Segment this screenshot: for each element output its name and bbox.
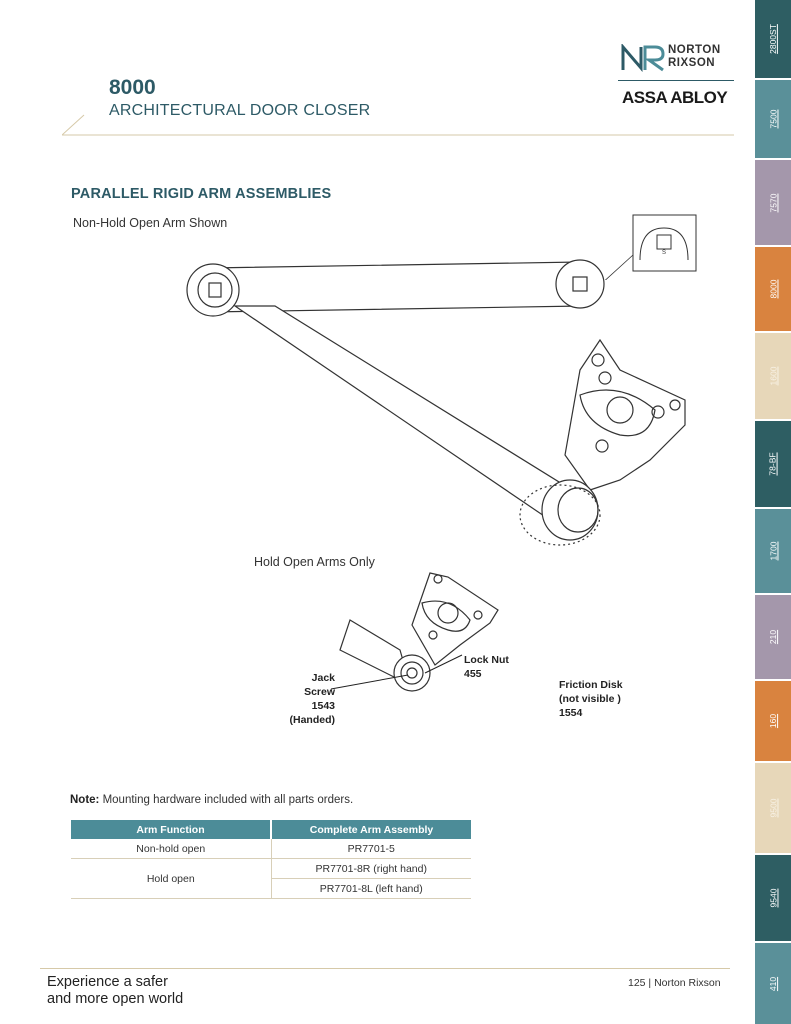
side-tab-label: 7500	[767, 109, 778, 129]
logo-rule	[618, 80, 734, 81]
side-tab[interactable]: 1700	[755, 509, 791, 593]
friction-disk-note: (not visible )	[559, 693, 621, 705]
side-tab-label: 7570	[767, 193, 778, 212]
model-number: 8000	[109, 76, 156, 99]
tagline-line1: Experience a safer	[47, 974, 168, 990]
side-tab-label: 210	[768, 629, 778, 645]
note-prefix: Note:	[70, 794, 100, 806]
lock-nut-callout: Lock Nut 455	[464, 653, 509, 681]
side-tab[interactable]: 7570	[755, 160, 791, 245]
lock-nut-part: 455	[464, 668, 482, 680]
section-subtitle: Non-Hold Open Arm Shown	[73, 216, 228, 230]
table-row: Non-hold open PR7701-5	[71, 839, 471, 859]
note: Note: Mounting hardware included with al…	[70, 794, 353, 806]
norton-rixson-logo: NORTON RIXSON	[618, 40, 736, 110]
jack-screw-part: 1543	[311, 700, 335, 712]
side-tab[interactable]: 210	[755, 595, 791, 679]
nr-logo-mark-icon	[621, 44, 665, 72]
side-tab-nav: 2800ST 7500 7570 8000 1600 78-BF 1700 21…	[755, 0, 791, 1024]
side-tab-label: 9500	[767, 798, 778, 818]
friction-disk-callout: Friction Disk (not visible ) 1554	[559, 678, 623, 720]
cell-function: Hold open	[71, 858, 272, 899]
footer-tagline: Experience a safer and more open world	[47, 974, 183, 1008]
brand-line2: RIXSON	[668, 57, 716, 69]
side-tab[interactable]: 8000	[755, 247, 791, 331]
hold-open-arm-drawing	[330, 572, 499, 692]
jack-screw-note: (Handed)	[289, 714, 336, 726]
side-tab-label: 9540	[767, 888, 778, 908]
side-tab-label: 410	[768, 976, 778, 991]
header-arm-function: Arm Function	[71, 820, 272, 839]
side-tab-label: 78-BF	[768, 452, 778, 476]
page-number: 125 | Norton Rixson	[628, 977, 721, 989]
side-tab[interactable]: 1600	[755, 333, 791, 419]
detail-inset: S	[604, 214, 697, 280]
brand-line1: NORTON	[668, 44, 721, 56]
side-tab-label: 8000	[767, 279, 778, 299]
side-tab[interactable]: 7500	[755, 80, 791, 158]
side-tab[interactable]: 2800ST	[755, 0, 791, 78]
cell-function: Non-hold open	[71, 839, 272, 859]
lock-nut-name: Lock Nut	[464, 654, 509, 666]
jack-screw-callout: Jack Screw 1543 (Handed)	[280, 671, 336, 727]
footer-rule	[40, 968, 730, 969]
side-tab[interactable]: 9540	[755, 855, 791, 941]
cell-assembly: PR7701-8R (right hand)	[271, 858, 471, 879]
header-complete-arm-assembly: Complete Arm Assembly	[271, 820, 471, 839]
hold-open-label: Hold Open Arms Only	[254, 555, 375, 569]
side-tab[interactable]: 9500	[755, 763, 791, 853]
svg-text:S: S	[662, 250, 666, 256]
table-header-row: Arm Function Complete Arm Assembly	[71, 820, 471, 839]
tagline-line2: and more open world	[47, 991, 184, 1007]
section-title: PARALLEL RIGID ARM ASSEMBLIES	[71, 186, 332, 202]
cell-assembly: PR7701-5	[271, 839, 471, 859]
header-rule	[62, 114, 734, 136]
friction-disk-part: 1554	[559, 707, 583, 719]
side-tab-label: 160	[768, 713, 778, 729]
note-text: Mounting hardware included with all part…	[99, 794, 354, 806]
cell-assembly: PR7701-8L (left hand)	[271, 878, 471, 899]
side-tab-label: 1600	[767, 366, 778, 386]
side-tab[interactable]: 78-BF	[755, 421, 791, 507]
side-tab-label: 2800ST	[768, 24, 778, 54]
friction-disk-name: Friction Disk	[559, 679, 623, 691]
parts-table: Arm Function Complete Arm Assembly Non-h…	[71, 820, 471, 899]
side-tab[interactable]: 410	[755, 943, 791, 1024]
jack-screw-name: Jack Screw	[304, 672, 335, 698]
arm-assembly-drawing	[186, 259, 686, 546]
table-row: PR7701-8L (left hand)	[71, 878, 471, 899]
table-row: Hold open PR7701-8R (right hand)	[71, 858, 471, 899]
side-tab-label: 1700	[767, 541, 778, 561]
side-tab[interactable]: 160	[755, 681, 791, 761]
model-name: ARCHITECTURAL DOOR CLOSER	[109, 102, 371, 119]
parent-brand: ASSA ABLOY	[622, 88, 728, 107]
